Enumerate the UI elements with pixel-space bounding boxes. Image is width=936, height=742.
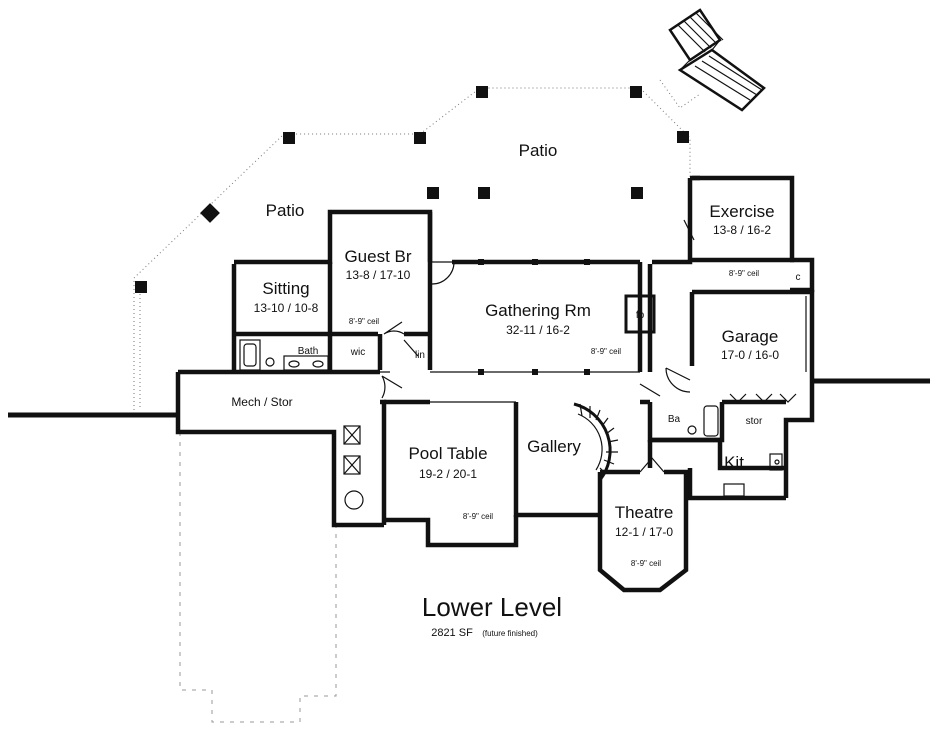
garage-label: Garage xyxy=(722,327,779,346)
wic-label: wic xyxy=(350,347,365,358)
exercise-ceiling: 8'-9" ceil xyxy=(729,269,759,278)
patio-outline xyxy=(133,87,691,410)
garage-dims: 17-0 / 16-0 xyxy=(721,348,779,362)
patio-upper-label: Patio xyxy=(519,141,558,160)
theatre-label: Theatre xyxy=(615,503,674,522)
exterior-stairs xyxy=(659,8,766,112)
lin-label: lin xyxy=(415,350,425,361)
guest-br-ceiling: 8'-9" ceil xyxy=(349,317,379,326)
pool-table-ceiling: 8'-9" ceil xyxy=(463,512,493,521)
doors xyxy=(381,219,797,473)
mechanical-equipment xyxy=(343,425,364,510)
patio-posts xyxy=(135,86,689,293)
kitchen-fixtures xyxy=(723,453,783,497)
mech-stor-label: Mech / Stor xyxy=(231,395,292,409)
bath-label: Bath xyxy=(298,346,319,357)
theatre-dims: 12-1 / 17-0 xyxy=(615,525,673,539)
upper-level-outline xyxy=(179,432,337,723)
pool-table-dims: 19-2 / 20-1 xyxy=(419,467,477,481)
exercise-dims: 13-8 / 16-2 xyxy=(713,223,771,237)
patio-left-label: Patio xyxy=(266,201,305,220)
kit-label: Kit xyxy=(724,453,744,472)
ba-label: Ba xyxy=(668,414,681,425)
gathering-dims: 32-11 / 16-2 xyxy=(506,323,570,337)
gathering-ceiling: 8'-9" ceil xyxy=(591,347,621,356)
gathering-label: Gathering Rm xyxy=(485,301,591,320)
level-area: 2821 SF xyxy=(431,627,473,639)
walls xyxy=(175,175,815,593)
gathering-posts xyxy=(478,259,590,375)
exercise-label: Exercise xyxy=(709,202,774,221)
guest-br-label: Guest Br xyxy=(344,247,411,266)
level-title: Lower Level xyxy=(422,592,562,622)
pool-table-label: Pool Table xyxy=(408,444,487,463)
stor-label: stor xyxy=(746,416,763,427)
guest-br-dims: 13-8 / 17-10 xyxy=(346,268,411,282)
fireplace-label: fp xyxy=(636,310,645,321)
bath-fixtures xyxy=(239,339,719,437)
spiral-staircase xyxy=(573,402,619,481)
gallery-label: Gallery xyxy=(527,437,581,456)
closet-c-label: c xyxy=(796,272,801,283)
level-note: (future finished) xyxy=(482,629,538,638)
sitting-label: Sitting xyxy=(262,279,309,298)
theatre-ceiling: 8'-9" ceil xyxy=(631,559,661,568)
sitting-dims: 13-10 / 10-8 xyxy=(254,301,319,315)
